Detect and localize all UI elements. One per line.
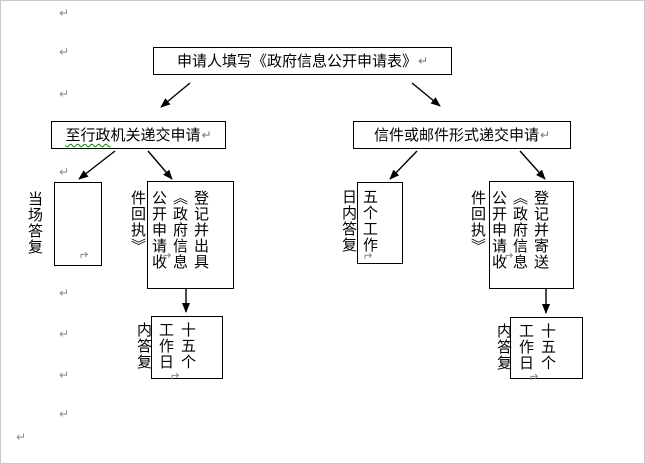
paragraph-mark: ↵ (59, 45, 70, 59)
paragraph-mark: ↵ (77, 247, 89, 262)
branch-left-label-spellchecked: 至行政 (65, 126, 111, 144)
arrow-right-to-register-mail (519, 150, 546, 180)
flowchart-box-register-mail-receipt[interactable]: 登记并寄送《政府信息公开申请收件回执》 ↵ (469, 181, 574, 289)
register-mail-label: 登记并寄送《政府信息公开申请收件回执》 (469, 190, 550, 270)
arrow-title-to-left (160, 82, 191, 108)
paragraph-mark: ↵ (59, 327, 70, 341)
paragraph-mark: ↵ (361, 248, 373, 263)
arrow-title-to-right (411, 82, 441, 107)
paragraph-mark: ↵ (168, 368, 180, 383)
fifteen-days-left-label: 十五个工作日内答复 (135, 322, 197, 370)
paragraph-mark: ↵ (502, 248, 514, 263)
flowchart-box-fifteen-working-days-right[interactable]: 十五个工作日内答复 ↵ (495, 317, 583, 384)
paragraph-mark: ↵ (539, 128, 551, 142)
flowchart-box-submit-in-person[interactable]: 至行政机关递交申请↵ (51, 121, 226, 149)
paragraph-mark: ↵ (59, 6, 70, 20)
paragraph-mark: ↵ (59, 407, 70, 421)
arrow-right-to-five-days (389, 150, 418, 180)
paragraph-mark: ↵ (16, 430, 27, 444)
branch-right-label: 信件或邮件形式递交申请 (373, 126, 539, 144)
flowchart-box-submit-by-mail[interactable]: 信件或邮件形式递交申请↵ (353, 121, 571, 149)
paragraph-mark: ↵ (201, 128, 212, 142)
arrow-left-to-onsite (78, 150, 116, 180)
paragraph-mark: ↵ (59, 165, 70, 179)
flowchart-box-fifteen-working-days-left[interactable]: 十五个工作日内答复 ↵ (135, 316, 223, 383)
paragraph-mark: ↵ (417, 54, 429, 68)
flowchart-box-register-issue-receipt[interactable]: 登记并出具《政府信息公开申请收件回执》 ↵ (129, 181, 234, 289)
paragraph-mark: ↵ (59, 286, 70, 300)
paragraph-mark: ↵ (59, 87, 70, 101)
paragraph-mark: ↵ (160, 248, 172, 263)
flowchart-box-five-working-days[interactable]: 五个工作日内答复 ↵ (340, 182, 403, 264)
paragraph-mark: ↵ (59, 368, 70, 382)
onsite-reply-label: 当场答复 (26, 191, 44, 255)
paragraph-mark: ↵ (527, 369, 539, 384)
title-box-label: 申请人填写《政府信息公开申请表》 (176, 52, 417, 70)
register-issue-label: 登记并出具《政府信息公开申请收件回执》 (129, 190, 210, 270)
arrow-left-to-register-issue (147, 150, 173, 180)
flowchart-box-onsite-reply[interactable]: 当场答复 ↵ (26, 182, 102, 266)
five-days-label: 五个工作日内答复 (340, 189, 379, 253)
fifteen-days-right-label: 十五个工作日内答复 (495, 323, 557, 371)
flowchart-box-title[interactable]: 申请人填写《政府信息公开申请表》↵ (153, 47, 452, 75)
branch-left-label: 机关递交申请 (110, 126, 201, 144)
